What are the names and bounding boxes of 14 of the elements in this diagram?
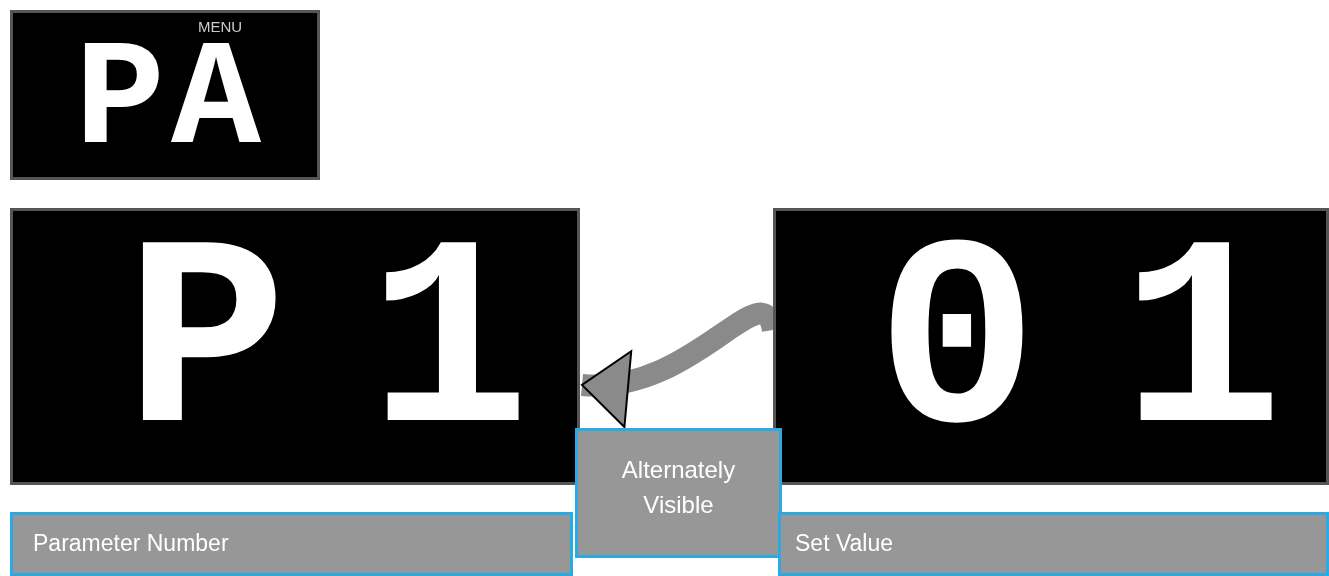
- label-bar: [778, 512, 1329, 576]
- display-digit: 1: [368, 213, 531, 483]
- label-box: [575, 428, 782, 558]
- display-digit: P: [125, 213, 288, 483]
- label-text: Set Value: [795, 529, 894, 559]
- display-panel: [773, 208, 1329, 485]
- label-text: Alternately Visible: [620, 455, 737, 520]
- display-panel: [10, 208, 580, 485]
- display-digit: 1: [1121, 213, 1284, 483]
- menu-label: MENU: [198, 19, 243, 34]
- display-digit: 0: [876, 213, 1039, 483]
- label-text: Parameter Number: [33, 529, 229, 559]
- display-panel: [10, 10, 320, 180]
- label-bar: [10, 512, 573, 576]
